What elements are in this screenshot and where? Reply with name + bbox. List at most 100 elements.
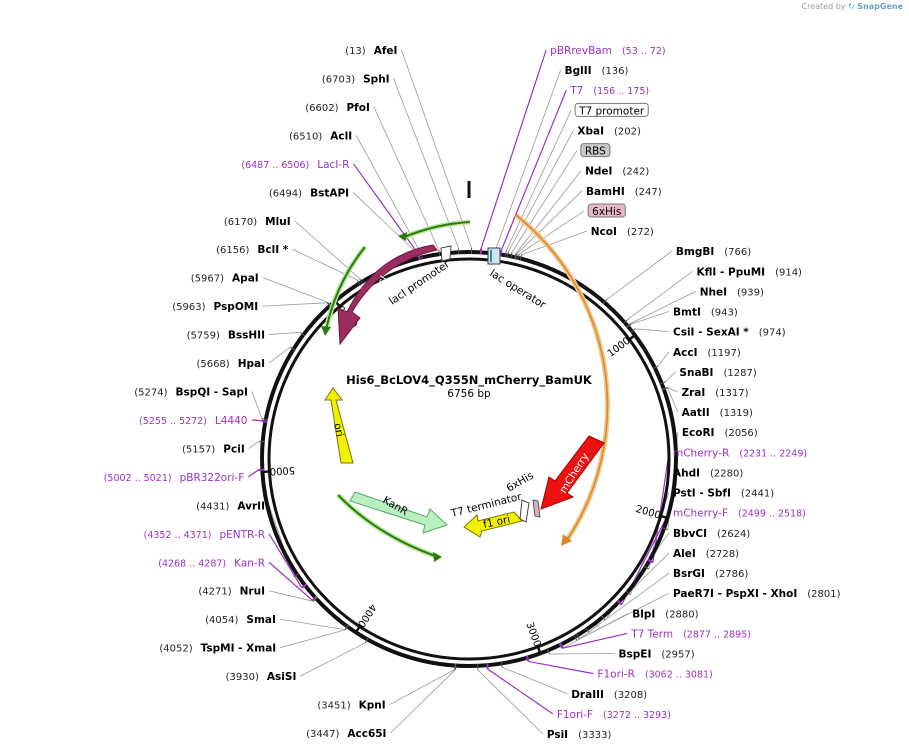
enzyme-bmgbi[interactable]: BmgBI(766) [676,246,751,258]
primer-f1ori-f[interactable]: F1ori-F(3272 .. 3293) [557,709,671,721]
primer-kan-r[interactable]: Kan-R(4268 .. 4287) [158,557,265,569]
primer-mcherry-r[interactable]: mCherry-R(2231 .. 2249) [673,447,807,459]
enzyme-psii[interactable]: PsiI(3333) [547,729,612,741]
site-name: BclI * [257,244,288,256]
tick-mark [626,333,637,342]
site-name: MluI [265,216,290,228]
enzyme-bspei[interactable]: BspEI(2957) [619,649,695,661]
enzyme-bsshii[interactable]: BssHII(5759) [187,330,265,342]
leader-line [248,441,259,449]
site-name: L4440 [215,415,248,427]
enzyme-ncoi[interactable]: NcoI(272) [591,226,654,238]
leader-line [635,328,670,333]
feature-box-t7-promoter[interactable]: T7 promoter [574,102,649,117]
enzyme-bcli[interactable]: BclI *(6156) [216,244,289,256]
enzyme-bamhi[interactable]: BamHI(247) [586,186,662,198]
enzyme-kfli-ppumi[interactable]: KflI - PpuMI(914) [697,266,803,278]
enzyme-bsrgi[interactable]: BsrGI(2786) [673,568,748,580]
tick-label: 4000 [355,602,378,629]
enzyme-bstapi[interactable]: BstAPI(6494) [269,187,349,199]
feature-box-label: 6xHis [592,206,621,218]
enzyme-ndei[interactable]: NdeI(242) [585,166,649,178]
primer-l4440[interactable]: L4440(5255 .. 5272) [139,415,247,427]
feature-box-6xhis[interactable]: 6xHis [587,203,626,218]
primer-pbr322ori-f[interactable]: pBR322ori-F(5002 .. 5021) [104,472,245,484]
site-name: XbaI [577,125,604,137]
enzyme-pfoi[interactable]: PfoI(6602) [305,102,370,114]
site-name: BamHI [586,186,625,198]
leader-line [268,590,314,602]
site-name: T7 Term [630,628,673,640]
enzyme-acci[interactable]: AccI(1197) [673,347,741,359]
site-position: (5668) [196,359,229,370]
site-name: KpnI [359,700,386,712]
enzyme-ecori[interactable]: EcoRI(2056) [682,427,758,439]
enzyme-smai[interactable]: SmaI(4054) [205,614,276,626]
enzyme-pspomi[interactable]: PspOMI(5963) [172,301,258,313]
leader-line [393,78,459,249]
enzyme-alei[interactable]: AleI(2728) [673,548,739,560]
enzyme-bspqi-sapi[interactable]: BspQI - SapI(5274) [134,387,248,399]
enzyme-psti-sbfi[interactable]: PstI - SbfI(2441) [673,488,774,500]
enzyme-nrui[interactable]: NruI(4271) [198,586,265,598]
feature-label-f1ori: f1 ori [482,514,511,531]
enzyme-bmti[interactable]: BmtI(943) [673,307,738,319]
leader-line [667,387,679,413]
site-position: (3333) [578,730,611,741]
site-position: (6494) [269,188,302,199]
leader-line [502,666,568,695]
enzyme-apai[interactable]: ApaI(5967) [191,273,259,285]
leader-line [521,230,587,256]
enzyme-hpai[interactable]: HpaI(5668) [196,358,265,370]
site-name: PstI - SbfI [673,488,731,500]
enzyme-zrai[interactable]: ZraI(1317) [681,387,748,399]
primer-laci-r[interactable]: LacI-R(6487 .. 6506) [241,159,349,171]
site-position: (4268 .. 4287) [158,558,226,569]
feature-box-rbs[interactable]: RBS [580,143,611,158]
site-name: EcoRI [682,427,715,439]
enzyme-acli[interactable]: AclI(6510) [289,130,352,142]
enzyme-snabi[interactable]: SnaBI(1287) [679,367,756,379]
primer-pbrrevbam[interactable]: pBRrevBam(53 .. 72) [550,45,665,57]
enzyme-mlui[interactable]: MluI (6170) [224,216,291,228]
enzyme-asisi[interactable]: AsiSI(3930) [226,671,297,683]
enzyme-nhei[interactable]: NheI(939) [700,286,764,298]
lacI-promoter-arrow [440,245,452,262]
primer-t7[interactable]: T7(156 .. 175) [569,85,649,97]
site-position: (6170) [224,217,257,228]
primer-site-mark [261,419,268,423]
site-position: (2499 .. 2518) [738,509,806,520]
enzyme-sphi[interactable]: SphI(6703) [322,73,390,85]
enzyme-afei[interactable]: AfeI(13) [345,45,397,57]
primer-mcherry-f[interactable]: mCherry-F(2499 .. 2518) [673,508,806,520]
snapgene-logo-icon: ↻ [848,2,855,11]
enzyme-draiii[interactable]: DraIII(3208) [571,689,647,701]
enzyme-ahdi[interactable]: AhdI(2280) [673,467,743,479]
enzyme-paer7i-pspxi-xhoi[interactable]: PaeR7I - PspXI - XhoI(2801) [673,588,841,600]
site-mark [625,590,631,596]
mcherry-arrow [540,435,605,510]
site-mark [258,440,265,443]
enzyme-acc65i[interactable]: Acc65I(3447) [306,728,386,740]
enzyme-bglii[interactable]: BglII(136) [565,65,629,77]
enzyme-csii-sexai[interactable]: CsiI - SexAI *(974) [673,327,786,339]
primer-pentr-r[interactable]: pENTR-R(4352 .. 4371) [144,529,265,541]
site-position: (2231 .. 2249) [739,448,807,459]
enzyme-bbvci[interactable]: BbvCI(2624) [673,528,750,540]
site-position: (6487 .. 6506) [241,160,309,171]
enzyme-blpi[interactable]: BlpI(2880) [632,608,698,620]
site-name: BmgBI [676,246,714,258]
primer-f1ori-r[interactable]: F1ori-R(3062 .. 3081) [597,669,712,681]
enzyme-kpni[interactable]: KpnI(3451) [317,700,385,712]
enzyme-xbai[interactable]: XbaI(202) [577,125,641,137]
enzyme-pcii[interactable]: PciI(5157) [182,443,245,455]
site-position: (4271) [198,587,231,598]
leader-line [631,311,670,325]
enzyme-avrii[interactable]: AvrII(4431) [196,500,265,512]
primer-t7-term[interactable]: T7 Term(2877 .. 2895) [630,628,751,640]
site-mark [560,642,564,648]
enzyme-aatii[interactable]: AatII(1319) [682,407,753,419]
primer-site-mark [558,642,564,649]
enzyme-tspmi-xmai[interactable]: TspMI - XmaI(4052) [159,643,276,655]
site-mark [504,251,507,258]
